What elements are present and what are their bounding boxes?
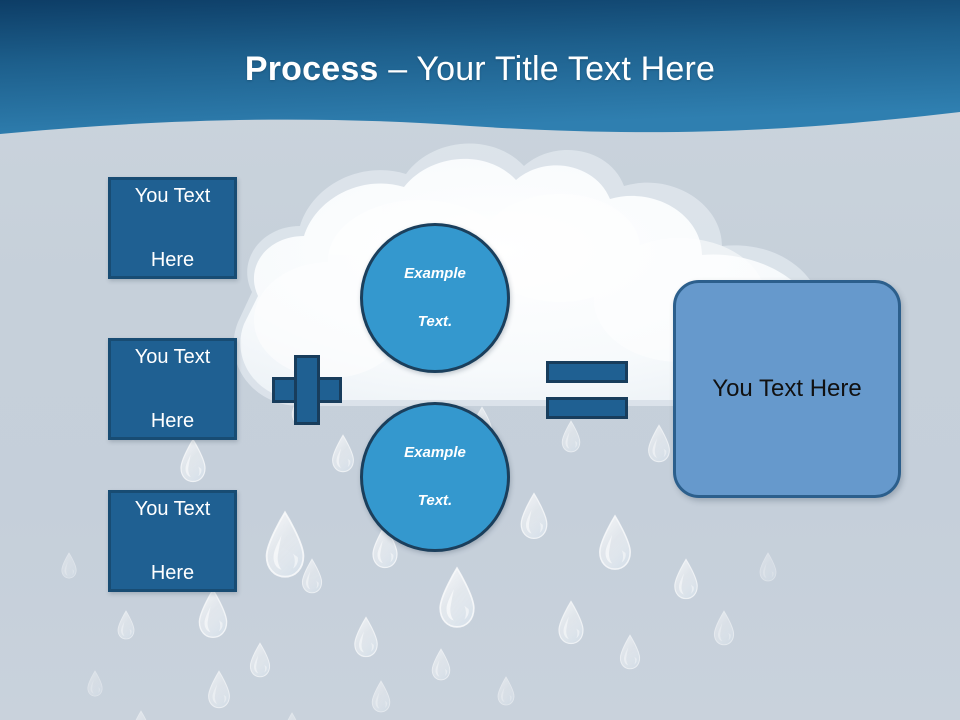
example-circle-2[interactable]: Example Text. xyxy=(360,402,510,552)
input-box-2[interactable]: You Text Here xyxy=(108,338,237,440)
equals-icon xyxy=(546,361,628,419)
page-title-rest: – Your Title Text Here xyxy=(378,50,716,88)
result-box-label: You Text Here xyxy=(712,375,862,402)
page-title: Process – Your Title Text Here xyxy=(0,50,960,89)
input-box-1-line1: You Text xyxy=(134,185,211,207)
result-box[interactable]: You Text Here xyxy=(673,280,901,498)
equals-icon-bottom-bar xyxy=(546,397,628,419)
example-circle-2-line2: Text. xyxy=(417,492,453,509)
page-title-bold: Process xyxy=(244,50,379,88)
plus-icon-center xyxy=(297,380,317,400)
input-box-1-line2: Here xyxy=(150,249,195,271)
example-circle-1-line1: Example xyxy=(404,265,466,282)
example-circle-1-line2: Text. xyxy=(417,313,453,330)
input-box-2-line2: Here xyxy=(150,410,195,432)
header-banner xyxy=(0,0,960,160)
input-box-3-line1: You Text xyxy=(134,498,211,520)
example-circle-1[interactable]: Example Text. xyxy=(360,223,510,373)
example-circle-2-line1: Example xyxy=(404,444,466,461)
plus-icon xyxy=(272,355,342,425)
input-box-1[interactable]: You Text Here xyxy=(108,177,237,279)
input-box-2-line1: You Text xyxy=(134,346,211,368)
input-box-3-line2: Here xyxy=(150,562,195,584)
input-box-3[interactable]: You Text Here xyxy=(108,490,237,592)
equals-icon-top-bar xyxy=(546,361,628,383)
